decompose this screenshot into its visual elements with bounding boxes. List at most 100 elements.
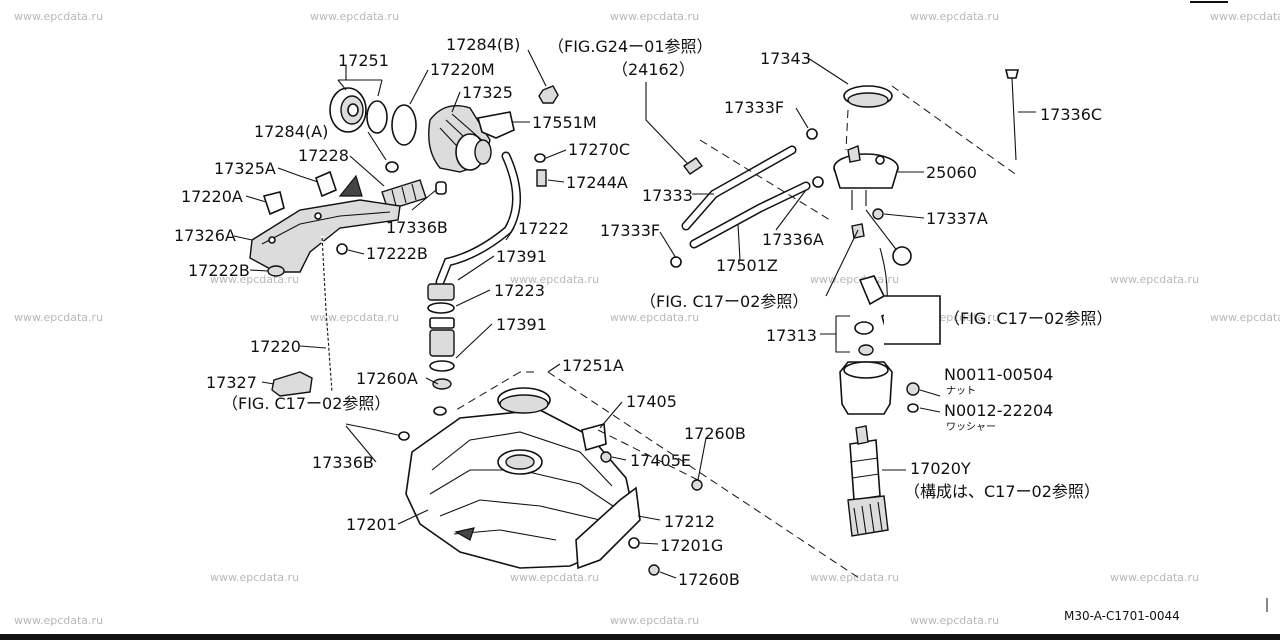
breather-tube-17220 (321, 235, 333, 393)
label-17251: 17251 (338, 51, 389, 70)
washer-n0012 (907, 403, 919, 413)
mounting-bracket-17326a (249, 199, 401, 273)
bracket-17551M (476, 111, 515, 139)
label-17336a: 17336A (762, 230, 824, 249)
pump-holder (839, 361, 893, 415)
ref-fig-c17-left: （FIG. C17ー02参照） (222, 394, 390, 413)
label-17222b: 17222B (188, 261, 250, 280)
watermark: www.epcdata.ru (910, 614, 999, 627)
bottom-border (0, 634, 1280, 640)
hose-end (398, 431, 410, 441)
filler-neck-17325 (428, 105, 492, 173)
clamp-17325a (315, 170, 337, 198)
vent-tube-17333 (681, 145, 797, 231)
assembly-line (547, 371, 863, 581)
hose-stack-17223 (427, 283, 455, 416)
watermark: www.epcdata.ru (610, 614, 699, 627)
bolt-17336c (1004, 69, 1020, 161)
watermark: www.epcdata.ru (14, 10, 103, 23)
clip-17333f (806, 128, 818, 140)
label-n0011: N0011-00504 (944, 365, 1053, 384)
nut-17284b (538, 85, 559, 104)
label-17313: 17313 (766, 326, 817, 345)
watermark: www.epcdata.ru (810, 571, 899, 584)
label-25060: 25060 (926, 163, 977, 182)
label-17228: 17228 (298, 146, 349, 165)
assembly-line (597, 429, 699, 481)
nut-17260b (691, 479, 703, 491)
bracket-17405 (581, 422, 607, 452)
fuel-pump-17020y (847, 425, 889, 537)
vent-hose-17501z (689, 181, 811, 249)
ref-kousei-c17: （構成は、C17ー02参照） (904, 482, 1100, 501)
label-17260a: 17260A (356, 369, 418, 388)
label-17325a: 17325A (214, 159, 276, 178)
float-arm (865, 209, 912, 266)
watermark: www.epcdata.ru (1110, 273, 1199, 286)
label-17223: 17223 (494, 281, 545, 300)
filler-hose-17222-inner (437, 153, 520, 285)
lock-ring-17251a (497, 387, 551, 414)
part-labels: 17251 17220M 17284(B) （FIG.G24ー01参照） （24… (174, 35, 1180, 623)
filler-cap-17251 (329, 87, 367, 133)
label-17327: 17327 (206, 373, 257, 392)
label-n0012: N0012-22204 (944, 401, 1053, 420)
watermark: www.epcdata.ru (610, 10, 699, 23)
label-17333: 17333 (642, 186, 693, 205)
label-17220m: 17220M (430, 60, 495, 79)
watermark: www.epcdata.ru (510, 273, 599, 286)
watermark: www.epcdata.ru (14, 614, 103, 627)
label-17333f: 17333F (600, 221, 660, 240)
breather-hose-17228 (381, 161, 427, 211)
ref-fig-c17-mid: （FIG. C17ー02参照） (640, 292, 808, 311)
gasket-17220M (391, 104, 417, 146)
watermark: www.epcdata.ru (14, 311, 103, 324)
label-n0012-sub: ワッシャー (946, 422, 996, 433)
label-17251a: 17251A (562, 356, 624, 375)
clip-17201g (628, 537, 640, 549)
label-17222b: 17222B (366, 244, 428, 263)
clip-17270c (534, 153, 546, 163)
watermark: www.epcdata.ru (610, 311, 699, 324)
watermark: www.epcdata.ru (1210, 311, 1280, 324)
label-17201: 17201 (346, 515, 397, 534)
clip-17333f (670, 256, 682, 268)
washer-17222b (267, 265, 285, 277)
diagram-code: M30-A-C1701-0044 (1064, 609, 1180, 623)
label-17260b: 17260B (678, 570, 740, 589)
watermark: www.epcdata.ru (210, 571, 299, 584)
label-17220a: 17220A (181, 187, 243, 206)
label-17343: 17343 (760, 49, 811, 68)
nut-17260b (648, 564, 660, 576)
watermark-layer: www.epcdata.ru www.epcdata.ru www.epcdat… (14, 10, 1280, 627)
reference-arrow (884, 295, 941, 345)
cap-fin (338, 174, 363, 197)
label-17212: 17212 (664, 512, 715, 531)
label-24162: （24162） (612, 60, 695, 79)
label-17325: 17325 (462, 83, 513, 102)
label-17284a: 17284(A) (254, 122, 328, 141)
nut-n0011 (906, 382, 920, 396)
label-17391: 17391 (496, 247, 547, 266)
label-17551m: 17551M (532, 113, 597, 132)
assembly-line (845, 109, 849, 151)
label-17222: 17222 (518, 219, 569, 238)
ref-fig-c17-right: （FIG. C17ー02参照） (944, 309, 1112, 328)
clip-17220a (262, 191, 285, 216)
label-17336b-top: 17336B (386, 218, 448, 237)
label-17405: 17405 (626, 392, 677, 411)
label-17220: 17220 (250, 337, 301, 356)
washer-17222b (336, 243, 348, 255)
label-17336b-low: 17336B (312, 453, 374, 472)
watermark: www.epcdata.ru (310, 10, 399, 23)
watermark: www.epcdata.ru (1110, 571, 1199, 584)
leader-lines (233, 49, 1036, 579)
lock-ring-17343 (843, 85, 893, 108)
label-17337a: 17337A (926, 209, 988, 228)
label-17391: 17391 (496, 315, 547, 334)
label-17336c: 17336C (1040, 105, 1102, 124)
label-17260b: 17260B (684, 424, 746, 443)
label-17270c: 17270C (568, 140, 630, 159)
label-17501z: 17501Z (716, 256, 778, 275)
